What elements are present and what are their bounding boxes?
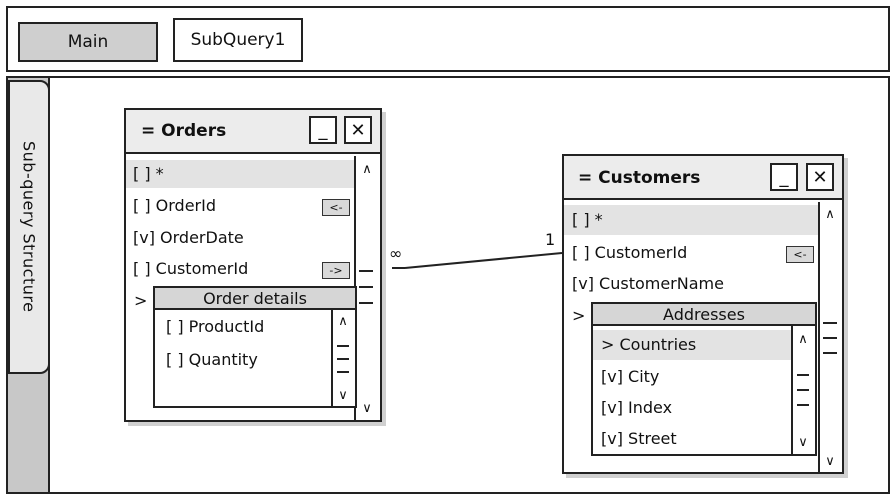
addresses-row-index[interactable]: [v] Index (601, 398, 673, 417)
side-tab-subquery-structure[interactable] (8, 80, 50, 374)
scroll-thumb-mark (797, 374, 809, 376)
orders-title: = Orders (141, 121, 227, 141)
orders-scrollbar[interactable] (354, 156, 380, 420)
chevron-down-icon[interactable]: ∨ (798, 434, 808, 450)
relation-line (404, 252, 563, 269)
relation-many-label: ∞ (389, 244, 403, 263)
orders-orderid-link-button[interactable]: <- (322, 199, 350, 216)
close-icon[interactable]: ✕ (344, 116, 372, 144)
chevron-down-icon[interactable]: ∨ (362, 400, 372, 416)
addresses-row-street[interactable]: [v] Street (601, 429, 677, 448)
scroll-thumb-mark (823, 337, 837, 339)
order-details-scrollbar[interactable] (331, 310, 355, 406)
close-icon[interactable]: ✕ (806, 163, 834, 191)
scroll-thumb-mark (359, 302, 373, 304)
order-details-row-quantity[interactable]: [ ] Quantity (166, 350, 258, 369)
chevron-up-icon[interactable]: ∧ (362, 161, 372, 177)
customers-row-customername[interactable]: [v] CustomerName (572, 274, 724, 293)
scroll-thumb-mark (797, 404, 809, 406)
chevron-down-icon[interactable]: ∨ (825, 453, 835, 469)
scroll-thumb-mark (359, 286, 373, 288)
orders-nested-expander[interactable]: > (134, 291, 148, 310)
customers-nested-expander[interactable]: > (572, 306, 586, 325)
scroll-thumb-mark (359, 270, 373, 272)
orders-title-bar[interactable] (126, 110, 380, 154)
orders-row-customerid[interactable]: [ ] CustomerId (133, 259, 249, 278)
scroll-thumb-mark (337, 345, 349, 347)
customers-row-customerid[interactable]: [ ] CustomerId (572, 243, 688, 262)
tab-subquery1[interactable]: SubQuery1 (173, 18, 303, 62)
scroll-thumb-mark (823, 352, 837, 354)
order-details-row-productid[interactable]: [ ] ProductId (166, 317, 265, 336)
orders-row-all[interactable]: [ ] * (126, 160, 354, 188)
orders-customerid-link-button[interactable]: -> (322, 262, 350, 279)
scroll-thumb-mark (797, 389, 809, 391)
scroll-thumb-mark (337, 371, 349, 373)
side-tab-text: Sub-query Structure (19, 141, 39, 313)
scroll-thumb-mark (337, 358, 349, 360)
customers-customerid-link-button[interactable]: <- (786, 246, 814, 263)
chevron-up-icon[interactable]: ∧ (825, 206, 835, 222)
minimize-icon[interactable]: _ (770, 163, 798, 191)
relation-one-label: 1 (545, 230, 556, 249)
side-tab-label: Sub-query Structure (8, 80, 50, 374)
addresses-row-city[interactable]: [v] City (601, 367, 660, 386)
order-details-title[interactable]: Order details (155, 288, 355, 310)
scroll-thumb-mark (823, 322, 837, 324)
customers-scrollbar[interactable] (818, 202, 842, 472)
addresses-scrollbar[interactable] (791, 326, 815, 454)
chevron-up-icon[interactable]: ∧ (798, 331, 808, 347)
addresses-nested-table[interactable] (591, 302, 817, 456)
minimize-icon[interactable]: _ (309, 116, 337, 144)
orders-row-orderid[interactable]: [ ] OrderId (133, 196, 216, 215)
chevron-down-icon[interactable]: ∨ (338, 387, 348, 403)
tab-main[interactable]: Main (18, 22, 158, 62)
addresses-title[interactable]: Addresses (593, 304, 815, 326)
orders-row-orderdate[interactable]: [v] OrderDate (133, 228, 244, 247)
customers-title: = Customers (578, 168, 701, 188)
customers-row-all[interactable]: [ ] * (564, 205, 818, 235)
addresses-row-countries[interactable]: > Countries (593, 330, 791, 360)
chevron-up-icon[interactable]: ∧ (338, 313, 348, 329)
